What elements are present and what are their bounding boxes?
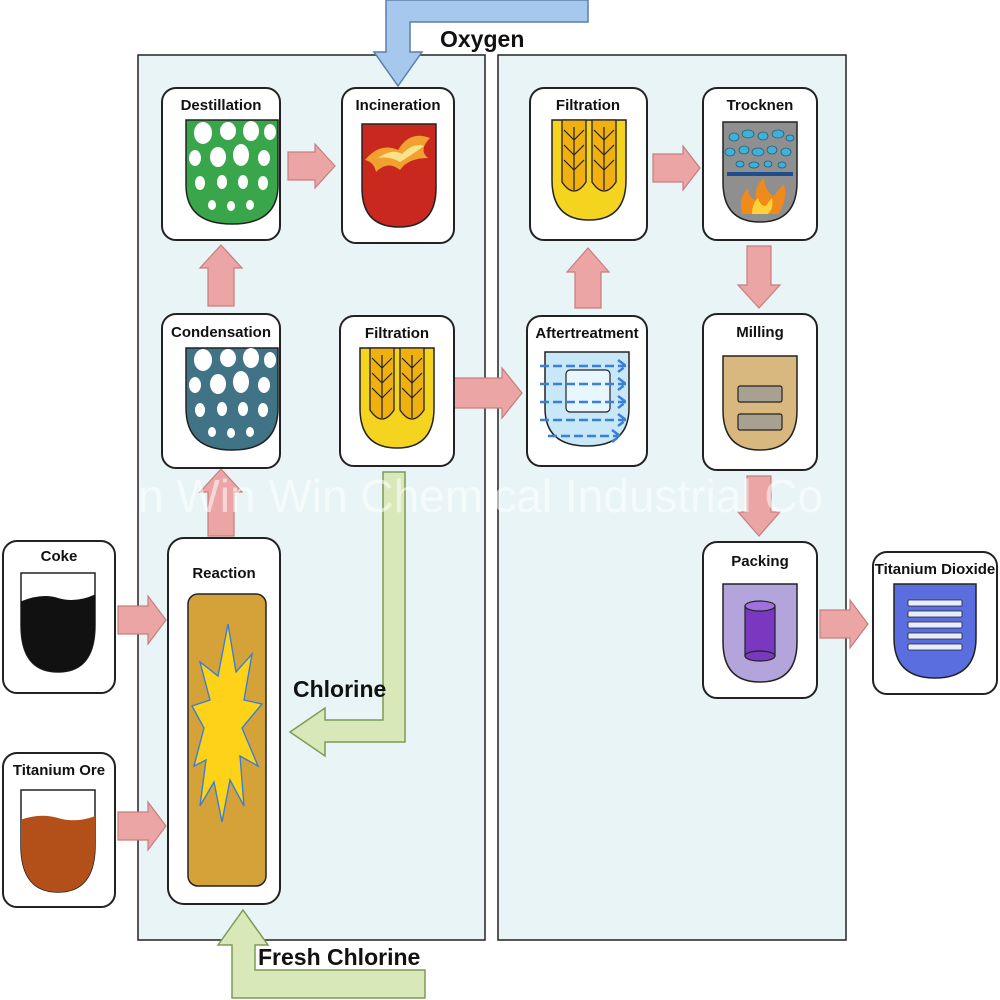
incineration-label: Incineration <box>355 97 440 114</box>
arrow-trocknen-to-milling <box>736 245 782 309</box>
arrow-reaction-to-condensation <box>198 468 244 537</box>
packing-container <box>744 600 776 662</box>
reaction-label: Reaction <box>192 565 255 582</box>
arrow-condensation-to-destillation <box>198 244 244 307</box>
aftertreatment-label: Aftertreatment <box>535 325 638 342</box>
arrow-filtration-to-trocknen <box>652 144 701 192</box>
oxygen-label: Oxygen <box>440 26 524 52</box>
arrow-destillation-to-incineration <box>287 142 336 190</box>
coke-label: Coke <box>41 548 78 565</box>
milling-label: Milling <box>736 324 784 341</box>
node-coke: Coke <box>2 540 116 694</box>
titanium-dioxide-vessel <box>893 583 977 679</box>
watermark: n Win Win Chemical Industrial Co <box>138 470 823 522</box>
node-reaction: Reaction <box>167 537 281 905</box>
node-milling: Milling <box>702 313 818 471</box>
node-trocknen: Trocknen <box>702 87 818 241</box>
node-titanium-dioxide: Titanium Dioxide <box>872 551 998 695</box>
node-incineration: Incineration <box>341 87 455 244</box>
oxygen-arrow <box>372 0 589 88</box>
packing-label: Packing <box>731 553 789 570</box>
node-condensation: Condensation <box>161 313 281 469</box>
node-filtration-left: Filtration <box>339 315 455 467</box>
destillation-vessel <box>185 119 279 225</box>
milling-vessel <box>722 355 798 451</box>
arrow-ore-to-reaction <box>117 800 167 852</box>
titanium-dioxide-stack <box>907 599 963 651</box>
filtration-left-label: Filtration <box>365 325 429 342</box>
fresh-chlorine-arrow <box>216 908 426 999</box>
node-filtration-right: Filtration <box>529 87 648 241</box>
condensation-label: Condensation <box>171 324 271 341</box>
arrow-aftertreatment-to-filtration <box>565 247 611 309</box>
titanium-ore-label: Titanium Ore <box>13 762 105 779</box>
arrow-packing-to-titanium-dioxide <box>819 598 869 650</box>
trocknen-particles <box>724 129 795 169</box>
reaction-burst <box>190 623 264 823</box>
trocknen-tray <box>727 172 793 176</box>
trocknen-flames <box>740 178 786 214</box>
trocknen-label: Trocknen <box>727 97 794 114</box>
arrow-milling-to-packing <box>736 475 782 537</box>
node-aftertreatment: Aftertreatment <box>526 315 648 467</box>
node-titanium-ore: Titanium Ore <box>2 752 116 908</box>
node-destillation: Destillation <box>161 87 281 241</box>
titanium-dioxide-label: Titanium Dioxide <box>875 561 996 578</box>
milling-roller-top <box>737 385 783 403</box>
destillation-label: Destillation <box>181 97 262 114</box>
chlorine-arrow <box>288 471 406 758</box>
fresh-chlorine-label: Fresh Chlorine <box>258 944 420 970</box>
filtration-right-label: Filtration <box>556 97 620 114</box>
milling-roller-bottom <box>737 413 783 431</box>
arrow-coke-to-reaction <box>117 594 167 646</box>
destillation-bubbles <box>189 121 276 211</box>
coke-fill <box>21 592 95 672</box>
condensation-bubbles <box>189 348 276 438</box>
aftertreatment-flow-arrows <box>540 359 629 443</box>
aftertreatment-core <box>565 369 611 413</box>
condensation-vessel <box>185 347 279 451</box>
chlorine-label: Chlorine <box>293 676 386 702</box>
arrow-filtration-to-aftertreatment <box>452 366 523 420</box>
node-packing: Packing <box>702 541 818 699</box>
titanium-ore-fill <box>21 814 95 892</box>
